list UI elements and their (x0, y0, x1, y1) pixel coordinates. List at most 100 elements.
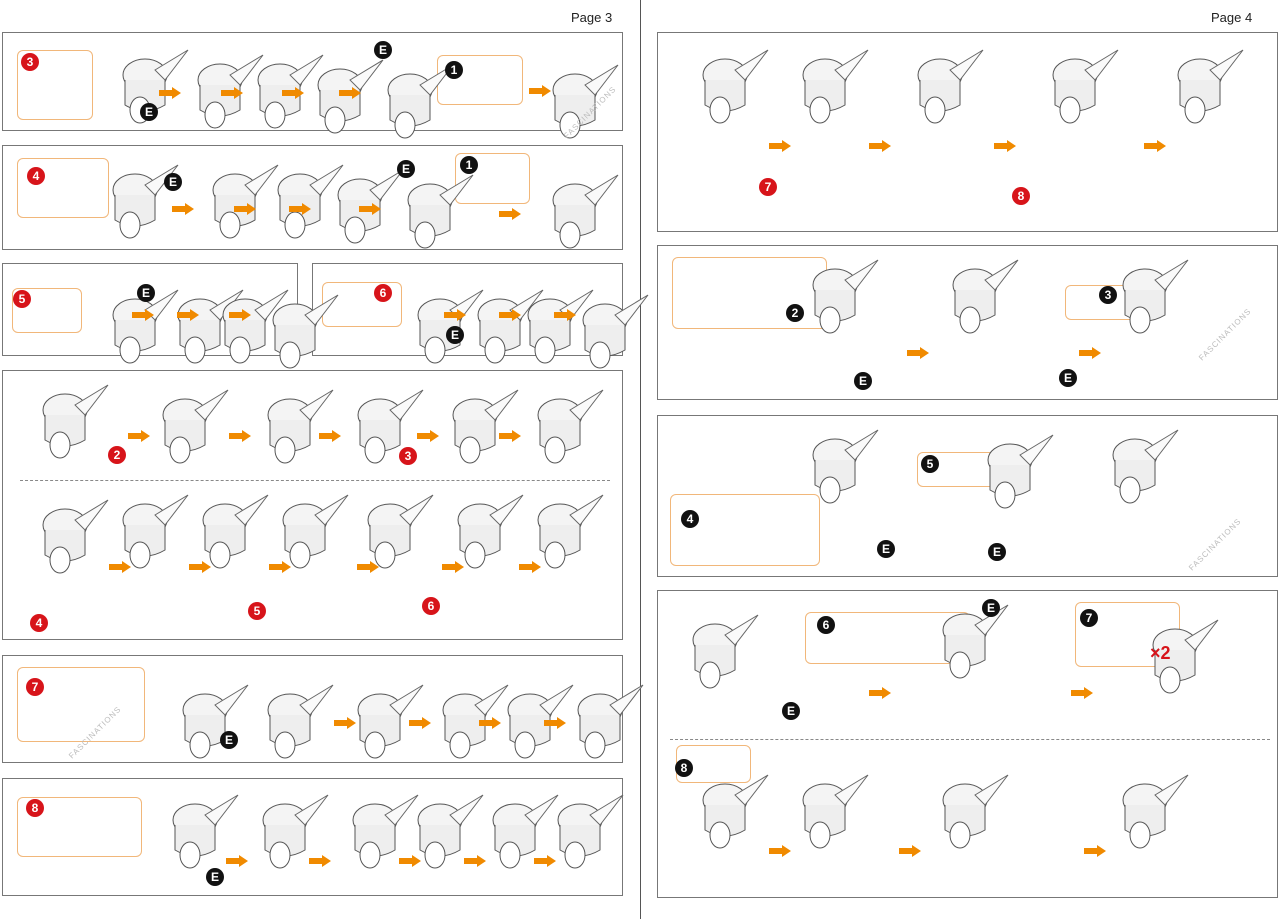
step-number-badge: 6 (817, 616, 835, 634)
assembly-illustration (405, 790, 485, 875)
detail-callout (17, 158, 109, 218)
assembly-illustration (100, 285, 180, 370)
assembly-illustration (690, 45, 770, 130)
assembly-illustration (570, 290, 650, 375)
part-e-label: E (140, 103, 158, 121)
orange-arrow-icon (544, 716, 566, 729)
orange-arrow-icon (869, 686, 891, 699)
orange-arrow-icon (534, 854, 556, 867)
assembly-illustration (260, 290, 340, 375)
orange-arrow-icon (499, 207, 521, 220)
orange-arrow-icon (869, 139, 891, 152)
assembly-illustration (30, 495, 110, 580)
orange-arrow-icon (499, 429, 521, 442)
assembly-illustration (940, 255, 1020, 340)
step-number-badge: 4 (27, 167, 45, 185)
assembly-illustration (495, 680, 575, 765)
part-e-label: E (220, 731, 238, 749)
assembly-illustration (800, 255, 880, 340)
orange-arrow-icon (289, 202, 311, 215)
orange-arrow-icon (529, 84, 551, 97)
assembly-illustration (690, 770, 770, 855)
part-e-label: E (982, 599, 1000, 617)
assembly-illustration (930, 600, 1010, 685)
assembly-illustration (165, 285, 245, 370)
orange-arrow-icon (282, 86, 304, 99)
step-number-badge: 7 (26, 678, 44, 696)
assembly-illustration (545, 790, 625, 875)
quantity-times-two: ×2 (1150, 643, 1171, 663)
step-number-badge: 5 (13, 290, 31, 308)
orange-arrow-icon (229, 429, 251, 442)
orange-arrow-icon (189, 560, 211, 573)
part-e-label: E (137, 284, 155, 302)
orange-arrow-icon (159, 86, 181, 99)
orange-arrow-icon (226, 854, 248, 867)
orange-arrow-icon (1079, 346, 1101, 359)
assembly-illustration (540, 60, 620, 145)
orange-arrow-icon (994, 139, 1016, 152)
step-number-badge: 1 (445, 61, 463, 79)
assembly-illustration (395, 170, 475, 255)
step-number-badge: 3 (21, 53, 39, 71)
assembly-illustration (540, 170, 620, 255)
assembly-illustration (525, 490, 605, 575)
orange-arrow-icon (499, 308, 521, 321)
assembly-illustration (930, 770, 1010, 855)
assembly-illustration (325, 165, 405, 250)
orange-arrow-icon (399, 854, 421, 867)
orange-arrow-icon (132, 308, 154, 321)
orange-arrow-icon (177, 308, 199, 321)
orange-arrow-icon (554, 308, 576, 321)
detail-callout (670, 494, 820, 566)
assembly-illustration (800, 425, 880, 510)
step-number-badge: 4 (30, 614, 48, 632)
part-e-label: E (988, 543, 1006, 561)
orange-arrow-icon (109, 560, 131, 573)
assembly-illustration (790, 45, 870, 130)
step-number-badge: 8 (26, 799, 44, 817)
part-e-label: E (206, 868, 224, 886)
assembly-illustration (345, 680, 425, 765)
assembly-illustration (1140, 615, 1220, 700)
assembly-illustration (565, 680, 645, 765)
page-number-3: Page 3 (571, 10, 613, 25)
assembly-illustration (255, 385, 335, 470)
step-number-badge: 3 (1099, 286, 1117, 304)
orange-arrow-icon (464, 854, 486, 867)
assembly-illustration (100, 160, 180, 245)
assembly-illustration (445, 490, 525, 575)
orange-arrow-icon (899, 844, 921, 857)
assembly-illustration (430, 680, 510, 765)
step-number-badge: 8 (1012, 187, 1030, 205)
assembly-illustration (185, 50, 265, 135)
orange-arrow-icon (444, 308, 466, 321)
step-number-badge: 6 (422, 597, 440, 615)
assembly-illustration (250, 790, 330, 875)
assembly-illustration (975, 430, 1055, 515)
orange-arrow-icon (234, 202, 256, 215)
orange-arrow-icon (269, 560, 291, 573)
assembly-illustration (1040, 45, 1120, 130)
orange-arrow-icon (339, 86, 361, 99)
part-e-label: E (397, 160, 415, 178)
assembly-illustration (790, 770, 870, 855)
assembly-illustration (110, 45, 190, 130)
orange-arrow-icon (334, 716, 356, 729)
orange-arrow-icon (1144, 139, 1166, 152)
orange-arrow-icon (409, 716, 431, 729)
step-number-badge: 3 (399, 447, 417, 465)
step-number-badge: 5 (921, 455, 939, 473)
orange-arrow-icon (1071, 686, 1093, 699)
assembly-illustration (110, 490, 190, 575)
orange-arrow-icon (172, 202, 194, 215)
step-number-badge: 4 (681, 510, 699, 528)
step-number-badge: 7 (1080, 609, 1098, 627)
assembly-illustration (525, 385, 605, 470)
assembly-illustration (160, 790, 240, 875)
step-separator (670, 739, 1270, 740)
orange-arrow-icon (519, 560, 541, 573)
orange-arrow-icon (907, 346, 929, 359)
orange-arrow-icon (309, 854, 331, 867)
orange-arrow-icon (359, 202, 381, 215)
